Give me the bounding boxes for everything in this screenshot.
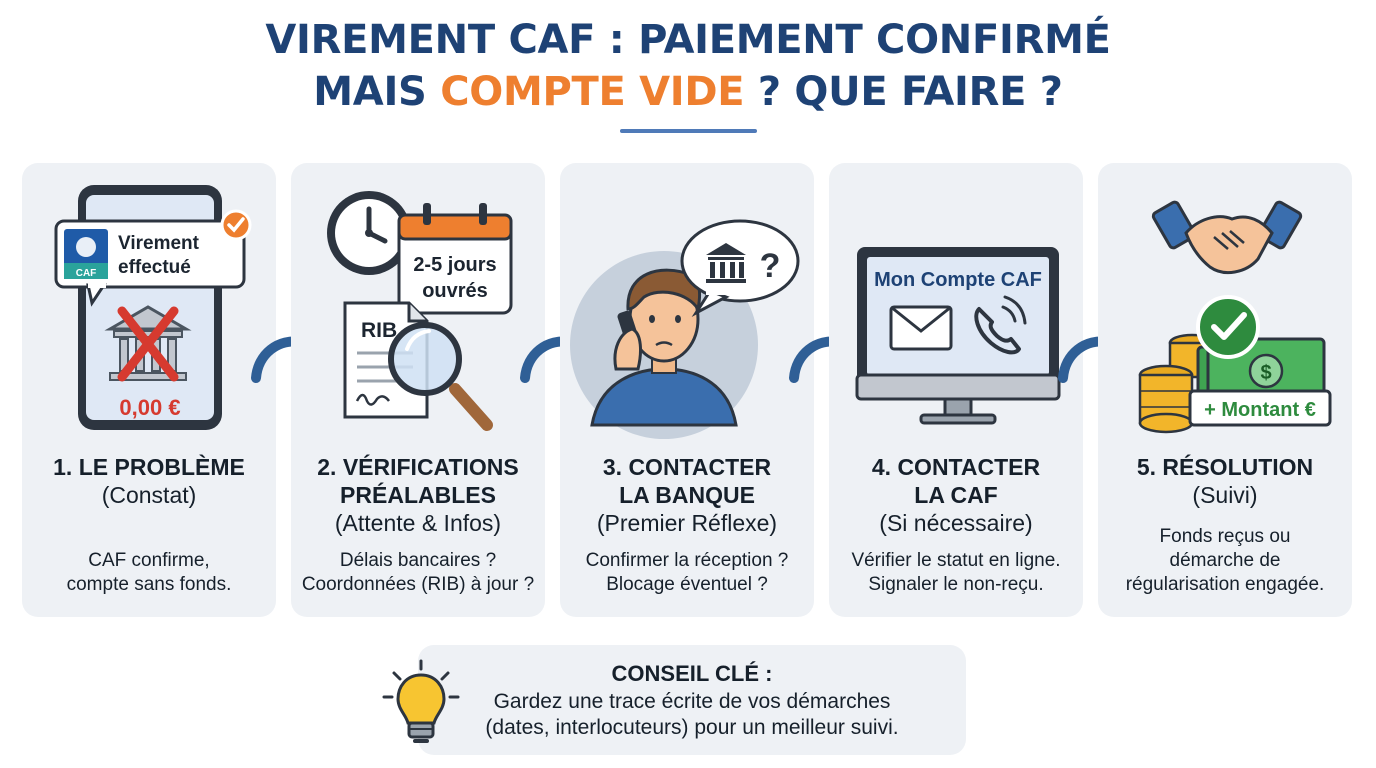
magnifier-icon <box>388 322 493 431</box>
calendar-icon: 2-5 jours ouvrés <box>397 203 513 315</box>
step-1-description: CAF confirme, compte sans fonds. <box>66 550 232 595</box>
step-4-illustration: Mon Compte CAF <box>855 247 1061 425</box>
notification-line-2: effectué <box>118 257 191 278</box>
screen-label: Mon Compte CAF <box>874 269 1042 291</box>
document-label: RIB <box>361 319 397 342</box>
title-line-1: VIREMENT CAF : PAIEMENT CONFIRMÉ <box>265 17 1111 63</box>
caf-logo-text: CAF <box>76 268 97 279</box>
notification-popup: CAF Virement effectué <box>54 219 246 307</box>
step-3-heading: 3. CONTACTER LA BANQUE (Premier Réflexe) <box>560 453 814 537</box>
balance-amount: 0,00 € <box>119 395 180 420</box>
step-3-title-line-2: LA BANQUE <box>619 482 755 508</box>
step-1-title: 1. LE PROBLÈME <box>53 454 245 480</box>
title-line-2-start: MAIS <box>313 69 441 115</box>
step-card-checks: 2-5 jours ouvrés RIB 2. VÉRIFICATIONS PR… <box>291 163 545 617</box>
step-3-description: Confirmer la réception ? Blocage éventue… <box>585 550 789 595</box>
notification-line-1: Virement <box>118 233 200 254</box>
bank-crossed-icon <box>104 305 192 382</box>
envelope-icon <box>889 305 953 351</box>
coins-icon <box>1138 333 1216 434</box>
phone-handset-icon <box>974 295 1027 355</box>
check-badge-icon <box>220 209 252 241</box>
banknote-symbol: $ <box>1260 362 1271 384</box>
monitor-icon <box>855 247 1061 425</box>
step-card-resolution: $ + Montant € 5. RÉSOLUTION (Suivi) Fond… <box>1098 163 1352 617</box>
step-4-heading: 4. CONTACTER LA CAF (Si nécessaire) <box>829 453 1083 537</box>
handshake-icon <box>1151 200 1303 275</box>
step-5-illustration: $ + Montant € <box>1138 200 1332 434</box>
step-1-subtitle: (Constat) <box>101 482 197 508</box>
title-line-2-end: ? QUE FAIRE ? <box>744 69 1063 115</box>
tip-title: CONSEIL CLÉ : <box>611 661 773 686</box>
step-card-bank: ? 3. CONTACTER LA BANQUE (Premier Réflex… <box>560 163 814 617</box>
step-3-title: 3. CONTACTER <box>602 454 772 480</box>
amount-tag-label: + Montant € <box>1204 399 1316 421</box>
key-tip-box: CONSEIL CLÉ : Gardez une trace écrite de… <box>418 645 966 755</box>
step-1-heading: 1. LE PROBLÈME (Constat) <box>22 453 276 509</box>
step-card-caf: Mon Compte CAF 4. CONTACTER LA CAF (Si n… <box>829 163 1083 617</box>
step-2-illustration: 2-5 jours ouvrés RIB <box>327 191 513 431</box>
step-2-heading: 2. VÉRIFICATIONS PRÉALABLES (Attente & I… <box>291 453 545 537</box>
step-4-description: Vérifier le statut en ligne. Signaler le… <box>851 550 1061 595</box>
speech-bubble-bank-icon: ? <box>680 219 800 318</box>
page-title: VIREMENT CAF : PAIEMENT CONFIRMÉ MAIS CO… <box>0 14 1376 118</box>
step-5-subtitle: (Suivi) <box>1192 482 1258 508</box>
step-card-problem: 0,00 € CAF Virement effectué 1. LE PROBL… <box>22 163 276 617</box>
step-4-title: 4. CONTACTER <box>871 454 1041 480</box>
person-phone-icon <box>590 268 738 427</box>
title-line-2: MAIS COMPTE VIDE ? QUE FAIRE ? <box>0 66 1376 118</box>
calendar-line-2: ouvrés <box>422 280 488 302</box>
step-2-subtitle: (Attente & Infos) <box>334 510 502 536</box>
clock-icon <box>327 191 411 275</box>
step-4-subtitle: (Si nécessaire) <box>879 510 1033 536</box>
tip-text: Gardez une trace écrite de vos démarches… <box>485 690 899 739</box>
step-5-heading: 5. RÉSOLUTION (Suivi) <box>1098 453 1352 509</box>
bubble-question-mark: ? <box>760 247 781 285</box>
step-1-illustration: 0,00 € CAF Virement effectué <box>54 185 252 430</box>
title-underline <box>620 129 757 133</box>
calendar-line-1: 2-5 jours <box>413 254 496 276</box>
step-2-description: Délais bancaires ? Coordonnées (RIB) à j… <box>301 550 535 595</box>
amount-tag <box>1188 389 1332 427</box>
step-2-title: 2. VÉRIFICATIONS <box>317 454 519 480</box>
lightbulb-icon <box>382 659 460 743</box>
caf-logo-icon: CAF <box>64 229 108 279</box>
step-5-description: Fonds reçus ou démarche de régularisatio… <box>1125 526 1325 595</box>
step-4-title-line-2: LA CAF <box>914 482 998 508</box>
step-2-title-line-2: PRÉALABLES <box>340 482 496 508</box>
title-highlight: COMPTE VIDE <box>440 69 745 115</box>
step-5-title: 5. RÉSOLUTION <box>1136 454 1314 480</box>
step-3-illustration: ? <box>570 219 800 439</box>
check-badge-icon <box>1196 295 1260 359</box>
step-3-subtitle: (Premier Réflexe) <box>596 510 778 536</box>
